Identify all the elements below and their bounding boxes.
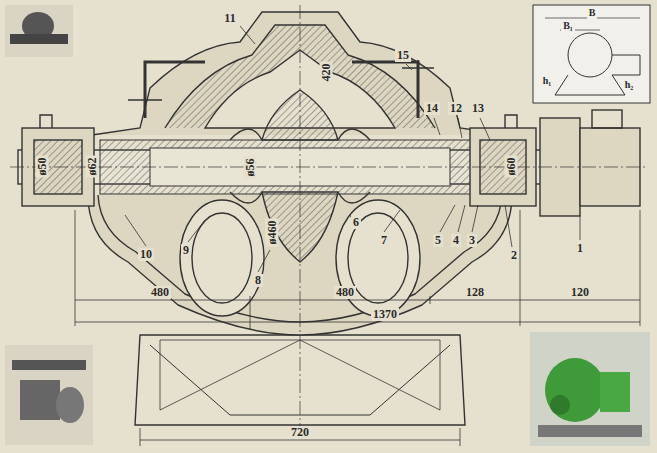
drawing-line: [145, 62, 418, 118]
drawing-line: [5, 5, 73, 57]
drawing-line: [75, 210, 640, 446]
drawing-line: [192, 213, 252, 303]
drawing-line: [348, 213, 408, 303]
drawing-line: [5, 345, 93, 445]
drawing-line: [336, 200, 420, 316]
callout-number: 15: [395, 49, 411, 62]
dimension: B₁: [561, 19, 575, 32]
callout-number: 11: [222, 12, 237, 25]
dimension: 1370: [371, 308, 399, 321]
dimension: B: [587, 6, 598, 19]
dimension: 480: [334, 286, 356, 299]
dimension: ø60: [505, 155, 518, 177]
dimension: 128: [464, 286, 486, 299]
dimension: 480: [149, 286, 171, 299]
drawing-line: [128, 60, 434, 108]
dimension: h₂: [623, 78, 636, 91]
callout-number: 10: [138, 248, 154, 261]
dimension: h₁: [541, 74, 554, 87]
drawing-line: [10, 34, 68, 44]
callout-number: 6: [351, 216, 361, 229]
callout-number: 7: [379, 234, 389, 247]
drawing-line: [592, 110, 622, 128]
drawing-line: [555, 55, 640, 95]
callout-number: 8: [253, 274, 263, 287]
inset-photo-bottom-right: [530, 332, 650, 446]
drawing-line: [40, 115, 517, 128]
dimension: 120: [569, 286, 591, 299]
dimension: ø56: [244, 156, 257, 178]
drawing-line: [180, 200, 264, 316]
callout-number: 1: [575, 242, 585, 255]
dimension: ø50: [36, 155, 49, 177]
drawing-line: [125, 26, 580, 272]
drawing-line: [545, 358, 605, 422]
drawing-line: [545, 18, 640, 30]
inset-photo-bottom-left: [5, 345, 93, 445]
dimension: 420: [320, 61, 333, 83]
drawing-line: [538, 425, 642, 437]
inset-photo-top-left: [5, 5, 73, 57]
drawing-line: [568, 33, 612, 77]
callout-number: 3: [467, 234, 477, 247]
dimension: 720: [289, 426, 311, 439]
dimension: ø62: [86, 155, 99, 177]
callout-number: 12: [448, 102, 464, 115]
callout-number: 4: [451, 234, 461, 247]
drawing-line: [600, 372, 630, 412]
callout-number: 9: [181, 244, 191, 257]
callout-number: 13: [470, 102, 486, 115]
callout-number: 2: [509, 249, 519, 262]
callout-number: 14: [424, 102, 440, 115]
drawing-line: [530, 332, 650, 446]
drawing-line: [12, 360, 86, 370]
drawing-line: [533, 5, 650, 103]
drawing-line: [56, 387, 84, 423]
callout-number: 5: [433, 234, 443, 247]
inset-outline-top-right: [533, 5, 650, 103]
dimension: ø460: [266, 218, 279, 246]
drawing-line: [20, 380, 60, 420]
drawing-line: [550, 395, 570, 415]
